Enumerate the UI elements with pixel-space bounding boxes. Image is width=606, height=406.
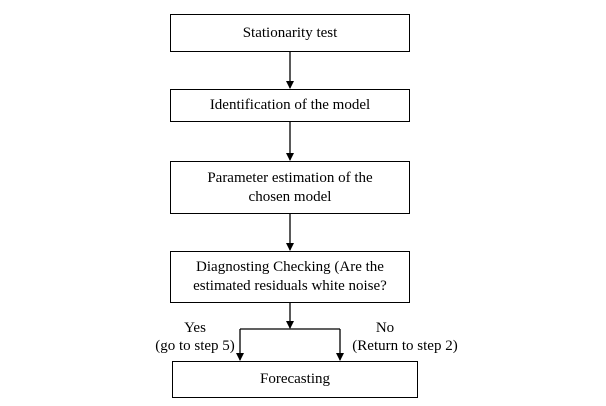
step-model-identification: Identification of the model: [170, 89, 410, 122]
branch-no-label: No: [375, 320, 395, 336]
step-3-text-line-2: chosen model: [248, 188, 332, 205]
step-3-text-line-1: Parameter estimation of the: [207, 169, 373, 186]
step-1-text: Stationarity test: [242, 24, 338, 41]
branch-no-note: (Return to step 2): [352, 338, 458, 354]
step-2-text: Identification of the model: [209, 97, 371, 113]
step-forecasting: Forecasting: [172, 361, 418, 398]
step-diagnostic-checking: Diagnosting Checking (Are the estimated …: [170, 251, 410, 303]
step-parameter-estimation: Parameter estimation of the chosen model: [170, 161, 410, 214]
branch-yes-note: (go to step 5): [155, 338, 235, 354]
step-stationarity-test: Stationarity test: [170, 14, 410, 52]
step-4-text-line-2: estimated residuals white noise?: [193, 278, 387, 294]
step-5-text: Forecasting: [260, 371, 330, 387]
step-4-text-line-1: Diagnosting Checking (Are the: [196, 259, 384, 275]
branch-yes-label: Yes: [184, 320, 206, 336]
